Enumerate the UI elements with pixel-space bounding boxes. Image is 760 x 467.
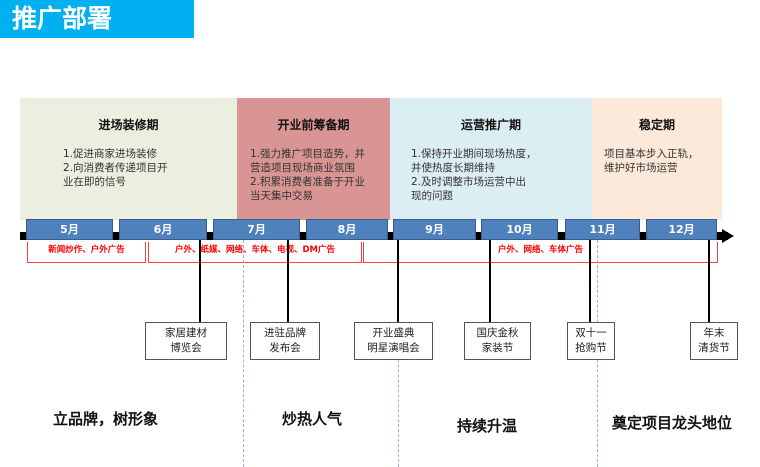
connector-line (397, 240, 399, 322)
month-8: 8月 (306, 219, 388, 240)
page-title: 推广部署 (0, 0, 194, 38)
phase-title: 开业前筹备期 (277, 118, 350, 132)
phase-decoration: 进场装修期 1.促进商家进场装修 2.向消费者传递项目开 业在即的信号 (20, 98, 237, 220)
phase-stable: 稳定期 项目基本步入正轨， 维护好市场运营 (592, 98, 722, 220)
slogan: 立品牌，树形象 (53, 410, 159, 428)
phase-title: 稳定期 (638, 118, 675, 132)
month-11: 11月 (565, 219, 640, 240)
phase-desc: 1.保持开业期间现场热度， 并使热度长期维持 2.及时调整市场运营中出 现的问题 (411, 148, 537, 202)
event-box: 家居建材 博览会 (145, 322, 227, 360)
phase-title: 运营推广期 (460, 118, 521, 132)
connector-line (199, 240, 201, 322)
connector-line (589, 240, 591, 322)
connector-line (708, 240, 710, 322)
month-6: 6月 (119, 219, 207, 240)
event-box: 国庆金秋 家装节 (464, 322, 531, 360)
slogan: 持续升温 (457, 417, 518, 435)
divider-line (243, 240, 244, 467)
phase-desc: 1.强力推广项目造势，并 营造项目现场商业氛围 2.积累消费者准备于开业 当天集… (250, 148, 366, 202)
phase-preopening: 开业前筹备期 1.强力推广项目造势，并 营造项目现场商业氛围 2.积累消费者准备… (237, 98, 390, 220)
month-7: 7月 (213, 219, 300, 240)
media-bracket: 新闻炒作、户外广告 (27, 242, 146, 263)
connector-line (287, 240, 289, 322)
media-bracket: 户外、网络、车体广告 (363, 242, 718, 263)
phase-desc: 1.促进商家进场装修 2.向消费者传递项目开 业在即的信号 (63, 148, 168, 188)
phase-title: 进场装修期 (98, 118, 159, 132)
month-5: 5月 (26, 219, 113, 240)
slogan: 炒热人气 (282, 410, 343, 428)
event-box: 进驻品牌 发布会 (250, 322, 320, 360)
connector-line (489, 240, 491, 322)
phase-operation: 运营推广期 1.保持开业期间现场热度， 并使热度长期维持 2.及时调整市场运营中… (390, 98, 592, 220)
event-box: 年末 清货节 (690, 322, 738, 360)
month-10: 10月 (481, 219, 558, 240)
month-12: 12月 (646, 219, 717, 240)
slogan: 奠定项目龙头地位 (612, 414, 733, 432)
event-box: 双十一 抢购节 (567, 322, 615, 360)
month-9: 9月 (393, 219, 476, 240)
arrow-right-icon (722, 229, 734, 243)
media-bracket: 户外、纸媒、网络、车体、电视、DM广告 (148, 242, 362, 263)
event-box: 开业盛典 明星演唱会 (354, 322, 433, 360)
phase-desc: 项目基本步入正轨， 维护好市场运营 (604, 148, 699, 174)
